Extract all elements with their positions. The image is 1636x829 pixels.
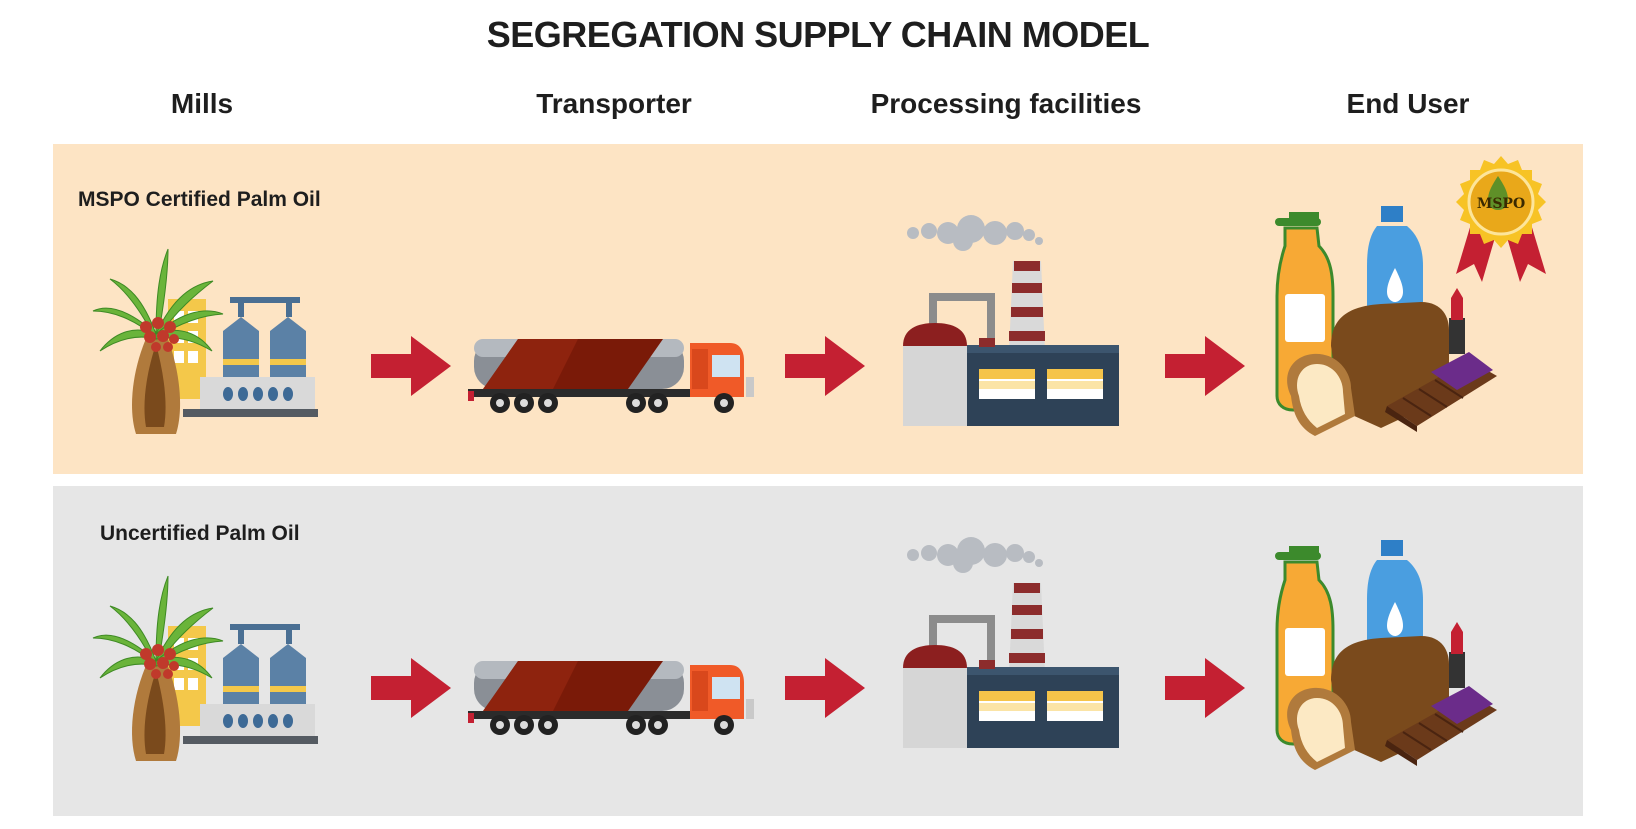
- row-label-certified: MSPO Certified Palm Oil: [78, 188, 321, 211]
- flow-arrow-icon: [785, 658, 865, 718]
- flow-arrow-icon: [785, 336, 865, 396]
- certified-supply-chain-row: MSPO Certified Palm Oil MSPO: [53, 144, 1583, 474]
- flow-arrow-icon: [1165, 658, 1245, 718]
- tanker-truck-icon: [468, 329, 758, 419]
- factory-icon: [903, 211, 1123, 431]
- diagram-title: SEGREGATION SUPPLY CHAIN MODEL: [486, 14, 1150, 55]
- uncertified-supply-chain-row: Uncertified Palm Oil: [53, 486, 1583, 816]
- palm-mill-icon: [88, 239, 318, 439]
- column-header-end-user: End User: [1346, 88, 1470, 119]
- factory-icon: [903, 533, 1123, 753]
- palm-mill-icon: [88, 566, 318, 766]
- flow-arrow-icon: [1165, 336, 1245, 396]
- column-header-mills: Mills: [170, 88, 234, 119]
- consumer-products-icon: [1271, 540, 1511, 780]
- flow-arrow-icon: [371, 658, 451, 718]
- column-header-processing: Processing facilities: [870, 88, 1142, 119]
- mspo-medal-icon: MSPO: [1446, 154, 1556, 294]
- tanker-truck-icon: [468, 651, 758, 741]
- column-header-transporter: Transporter: [536, 88, 692, 119]
- medal-label: MSPO: [1476, 196, 1526, 212]
- row-label-uncertified: Uncertified Palm Oil: [100, 522, 300, 545]
- flow-arrow-icon: [371, 336, 451, 396]
